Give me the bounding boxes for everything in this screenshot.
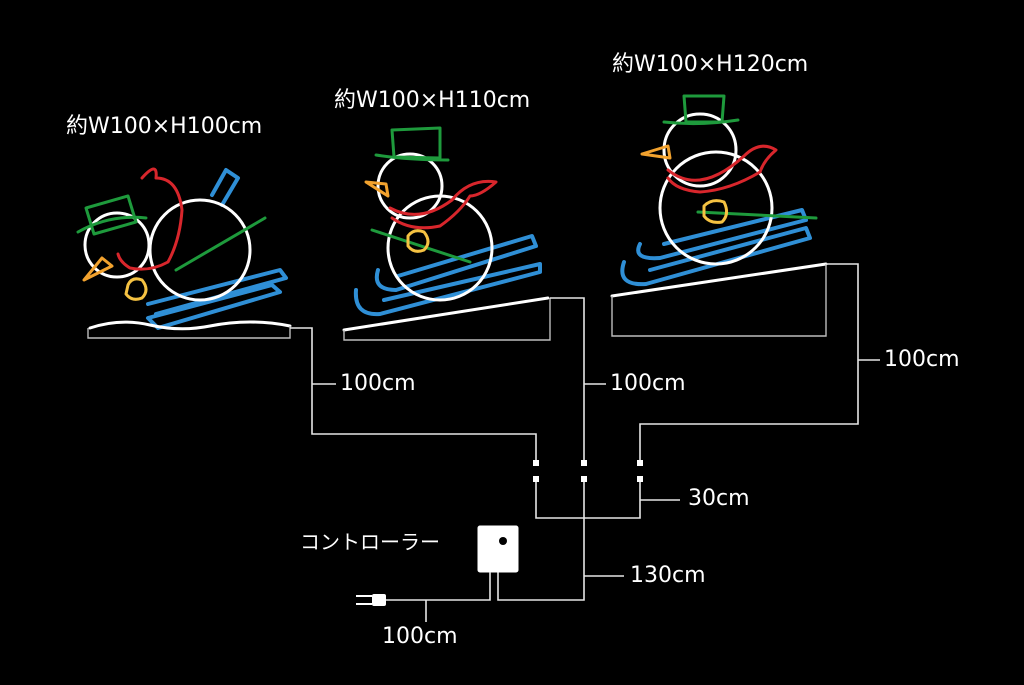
connector-middle-bottom xyxy=(581,476,587,482)
slope-right xyxy=(610,262,828,298)
cable-left-lead xyxy=(290,327,537,462)
length-label-right-lead: 100cm xyxy=(884,347,960,372)
skis-right xyxy=(620,208,812,287)
snowman-body-left xyxy=(148,198,252,302)
length-label-junction: 30cm xyxy=(688,486,750,511)
size-label-left: 約W100×H100cm xyxy=(66,114,263,139)
scarf-left xyxy=(116,167,184,271)
connector-left-bottom xyxy=(533,476,539,482)
base-middle xyxy=(343,298,551,341)
snowman-head-middle xyxy=(376,152,444,220)
scarf-right xyxy=(666,144,778,194)
mitten-middle xyxy=(406,229,430,253)
cable-main xyxy=(497,482,585,601)
snowman-body-middle xyxy=(386,194,494,302)
cable-plug xyxy=(384,572,491,601)
cable-junction xyxy=(535,482,641,519)
wiring xyxy=(290,263,880,622)
base-right xyxy=(611,264,827,337)
pole-right xyxy=(696,210,818,220)
snowman-head-right xyxy=(662,112,738,188)
mitten-right xyxy=(702,199,729,224)
snow-ground-left xyxy=(88,320,292,331)
scarf-middle xyxy=(388,179,498,230)
length-label-left-lead: 100cm xyxy=(340,371,416,396)
snowman-motif-right xyxy=(610,94,828,337)
length-label-middle-lead: 100cm xyxy=(610,371,686,396)
controller-box xyxy=(477,525,519,573)
snowman-body-right xyxy=(658,150,774,266)
hat-right xyxy=(662,94,740,126)
nose-left xyxy=(82,256,114,282)
nose-middle xyxy=(364,180,390,198)
connector-middle-top xyxy=(581,460,587,466)
connector-right-top xyxy=(637,460,643,466)
hat-middle xyxy=(374,126,450,162)
snowman-motif-left xyxy=(76,167,292,339)
size-label-right: 約W100×H120cm xyxy=(612,52,809,77)
length-label-main: 130cm xyxy=(630,563,706,588)
mitten-left xyxy=(124,277,148,301)
nose-right xyxy=(640,144,672,160)
cable-middle-lead xyxy=(550,297,585,462)
cable-right-lead xyxy=(639,263,859,462)
connector-right-bottom xyxy=(637,476,643,482)
size-label-middle: 約W100×H110cm xyxy=(334,88,531,113)
controller-label: コントローラー xyxy=(300,530,440,554)
base-left xyxy=(87,326,291,339)
snowman-motif-middle xyxy=(342,126,551,341)
pole-left xyxy=(174,216,267,272)
slope-middle xyxy=(342,296,550,332)
skis-left xyxy=(146,168,288,330)
controller-dot xyxy=(499,537,507,545)
length-label-plug: 100cm xyxy=(382,624,458,649)
snowman-head-left xyxy=(83,211,151,279)
skis-middle xyxy=(353,234,542,317)
connector-left-top xyxy=(533,460,539,466)
hat-left xyxy=(76,194,148,236)
pole-middle xyxy=(370,228,472,264)
plug-icon xyxy=(356,594,386,606)
